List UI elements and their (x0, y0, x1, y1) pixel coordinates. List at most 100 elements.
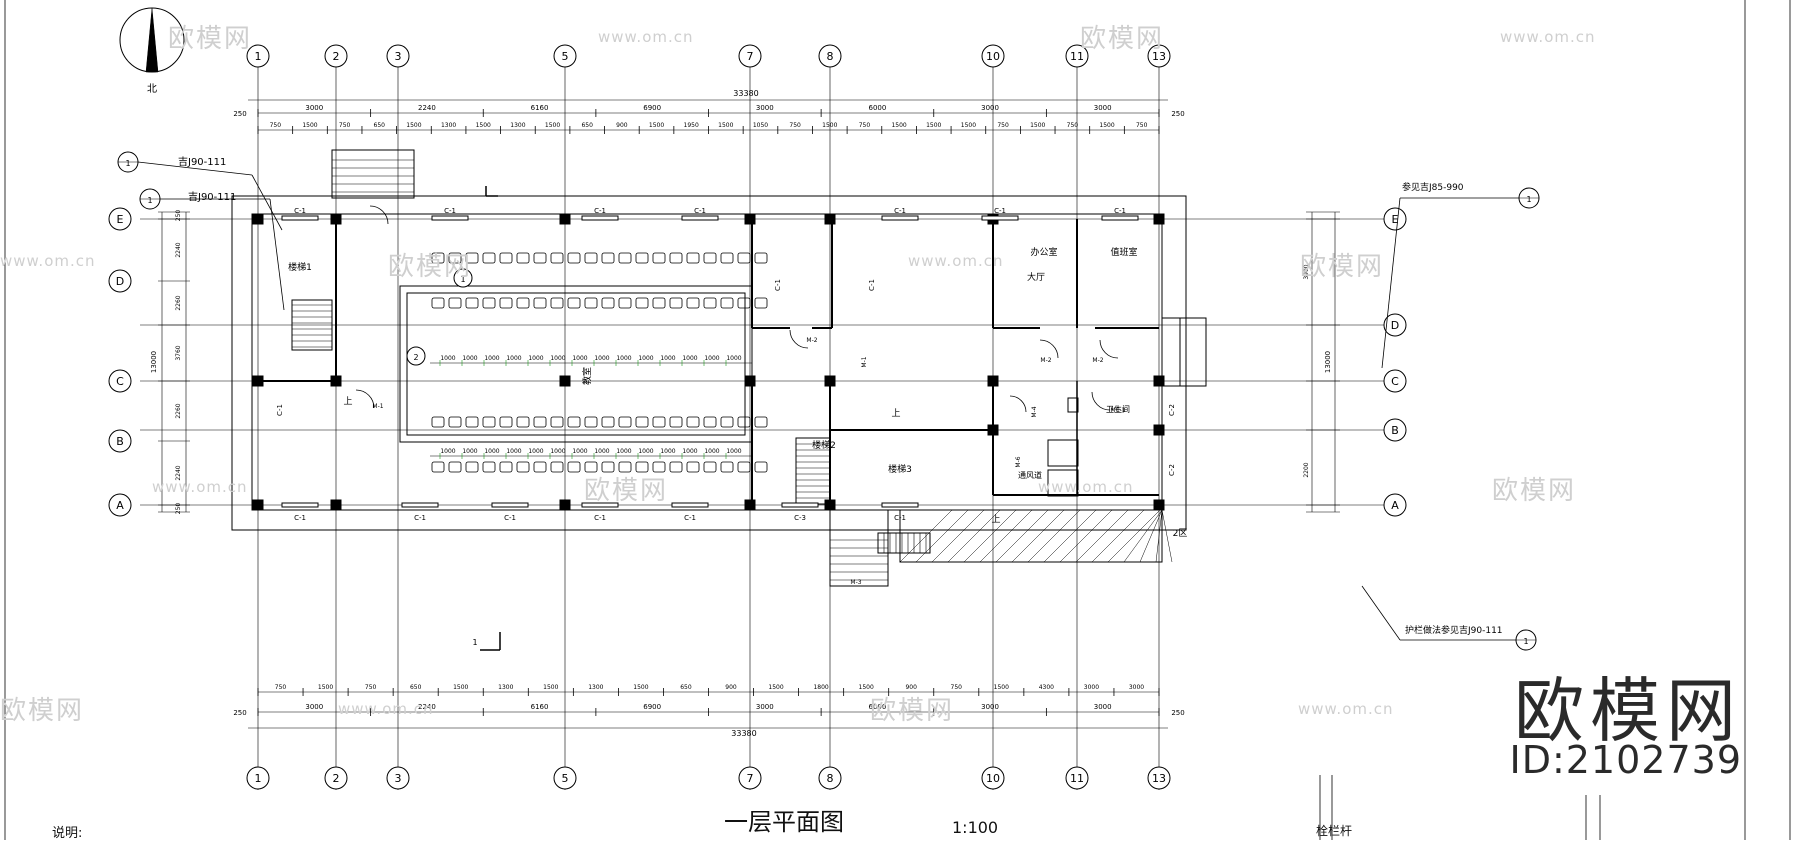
ref-text-3: 参见吉J85-990 (1402, 181, 1464, 193)
axis-label-left: D (116, 275, 124, 288)
dim-right-text: 3900 (1303, 264, 1310, 279)
window (581, 215, 619, 221)
watermark-url: www.om.cn (1298, 700, 1394, 718)
axis-label-left: C (116, 375, 124, 388)
watermark-url: www.om.cn (152, 478, 248, 496)
dim-top-2-text: 750 (997, 122, 1009, 129)
hatch-line (1139, 509, 1163, 563)
seat (618, 461, 632, 473)
seat (686, 461, 700, 473)
seat (431, 461, 445, 473)
ref-bubble-text: 1 (1523, 637, 1528, 646)
detail-bubble-text: 2 (413, 353, 418, 362)
door-label: M-3 (850, 579, 861, 586)
room-label-stair3: 楼梯3 (888, 463, 912, 475)
seat (720, 416, 734, 428)
axis-bubble-top (818, 44, 842, 68)
hatch-line (1027, 509, 1081, 563)
seat-dim-text: 1000 (704, 448, 719, 455)
window-label: C-1 (594, 514, 606, 522)
ref-text-2: 吉J90-111 (188, 191, 236, 203)
hatched-zone (899, 509, 1163, 563)
watermark-brand: 欧模网 (870, 696, 955, 726)
column (330, 499, 342, 511)
seat-dim-text: 1000 (616, 355, 631, 362)
seat (448, 461, 462, 473)
window-label: C-1 (994, 207, 1006, 215)
window (581, 502, 619, 508)
window (681, 215, 719, 221)
seat (618, 416, 632, 428)
seat (516, 461, 530, 473)
hatch-line (1155, 509, 1163, 563)
hatch-line (979, 509, 1033, 563)
window-label: C-1 (694, 207, 706, 215)
seat-dim-text: 1000 (660, 448, 675, 455)
window-label: C-2 (1168, 464, 1176, 476)
column (744, 375, 756, 387)
hatch-line (1075, 509, 1129, 563)
seat-dim-text: 1000 (462, 355, 477, 362)
dim-top-2-text: 650 (374, 122, 386, 129)
door-swing-top (369, 205, 389, 225)
seat (703, 461, 717, 473)
detail-bubble-text: 1 (460, 275, 465, 284)
dim-top-2-text: 1500 (1030, 122, 1045, 129)
seat-dim-text: 1000 (440, 448, 455, 455)
ref-bubble-text: 1 (1526, 195, 1531, 204)
window (781, 502, 819, 508)
dim-top-1-text: 3000 (305, 104, 323, 112)
stair3 (877, 532, 931, 554)
seat (465, 297, 479, 309)
column (252, 499, 264, 511)
seat (431, 297, 445, 309)
dim-bottom-2-text: 1500 (994, 684, 1009, 691)
dim-top-2-text: 750 (339, 122, 351, 129)
axis-label-right: C (1391, 375, 1399, 388)
column (559, 213, 571, 225)
hatch-line (1123, 509, 1163, 563)
seat (652, 252, 666, 264)
window-label: C-1 (414, 514, 426, 522)
axis-bubble-right (1383, 418, 1407, 442)
axis-bubble-bottom (818, 766, 842, 790)
column (1153, 424, 1165, 436)
seat (737, 252, 751, 264)
axis-bubble-left (108, 429, 132, 453)
watermark-url: www.om.cn (598, 28, 694, 46)
hatch-line (963, 509, 1017, 563)
seat (499, 252, 513, 264)
column (559, 375, 571, 387)
window-label: C-1 (894, 514, 906, 522)
ref-text-4: 护栏做法参见吉J90-111 (1405, 624, 1503, 636)
seat-dim-text: 1000 (440, 355, 455, 362)
room-label-stair2: 楼梯2 (812, 439, 836, 451)
dim-top-1-text: 3000 (981, 104, 999, 112)
dim-overall-bottom: 33380 (731, 729, 756, 738)
seat (465, 461, 479, 473)
classroom-inner-frame (406, 292, 746, 436)
section-marker-label: 1 (472, 638, 477, 647)
ref-leader (251, 174, 283, 231)
seat (703, 297, 717, 309)
dim-top-2-text: 900 (616, 122, 628, 129)
dim-top-2-text: 1500 (1099, 122, 1114, 129)
window-label: C-1 (276, 404, 284, 416)
window-label: C-1 (444, 207, 456, 215)
seat (686, 297, 700, 309)
axis-label-right: B (1391, 424, 1399, 437)
dim-top-2-text: 1500 (406, 122, 421, 129)
column (1153, 375, 1165, 387)
dim-bottom-2-text: 900 (905, 684, 917, 691)
column (1153, 499, 1165, 511)
hatch-line (1059, 509, 1113, 563)
axis-bubble-bottom (553, 766, 577, 790)
axis-bubble-left (108, 493, 132, 517)
axis-label-bottom: 3 (395, 772, 402, 785)
seat-dim-text: 1000 (594, 448, 609, 455)
column (744, 213, 756, 225)
door-label: M-2 (1040, 357, 1051, 364)
axis-label-right: A (1391, 499, 1399, 512)
window (491, 502, 529, 508)
door-label: M-1 (861, 356, 868, 367)
